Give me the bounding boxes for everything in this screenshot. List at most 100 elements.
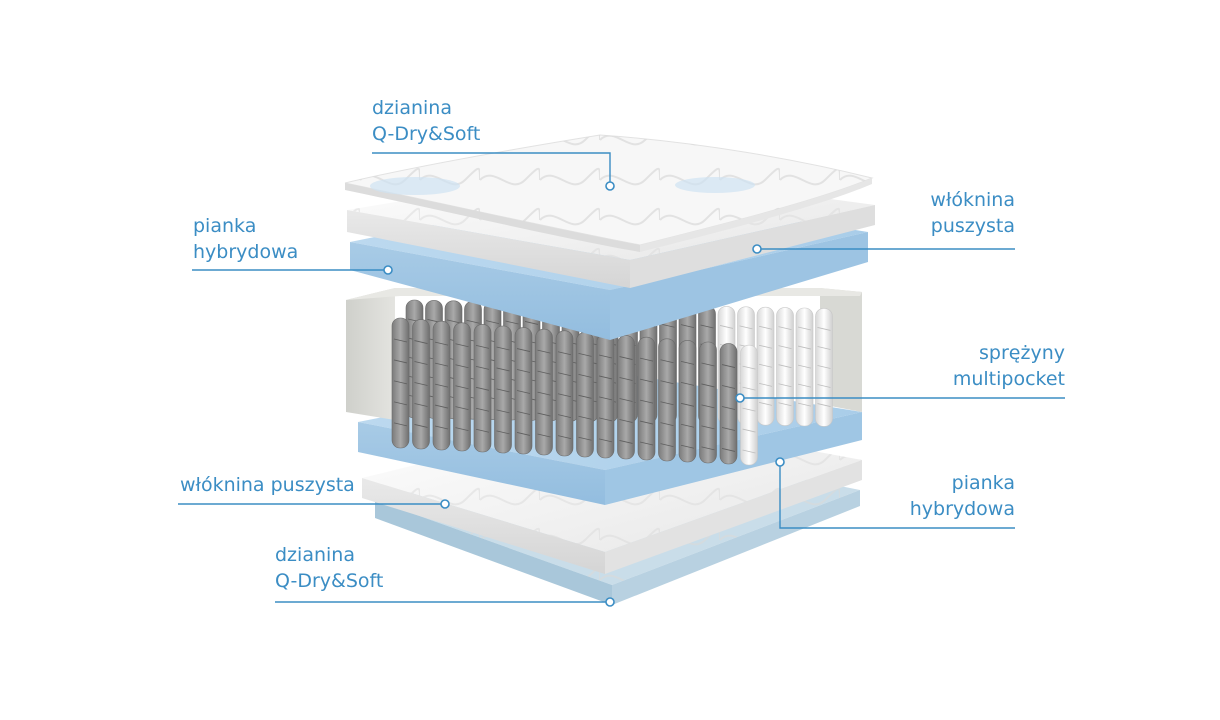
label-top-foam-line1: pianka	[193, 215, 257, 237]
pocket-spring	[637, 336, 656, 461]
spring-coil-line	[414, 382, 428, 386]
spring-coil-line	[680, 360, 695, 365]
spring-coil-line	[701, 404, 715, 409]
spring-coil-line	[797, 402, 812, 407]
pocket-spring	[494, 325, 512, 454]
spring-coil-line	[496, 388, 510, 393]
spring-coil-line	[680, 402, 695, 407]
spring-coil-line	[496, 367, 510, 372]
spring-coil-line	[639, 357, 654, 362]
label-top-knit-line1: dzianina	[372, 97, 452, 119]
spring-coil-line	[393, 380, 408, 385]
spring-coil-line	[758, 401, 773, 406]
spring-coil-line	[475, 428, 490, 433]
label-top-fleece: włóknina puszysta	[930, 187, 1015, 239]
spring-coil-line	[455, 385, 469, 390]
label-top-foam-line2: hybrydowa	[193, 241, 299, 263]
spring-coil-line	[778, 326, 792, 331]
pocket-spring	[617, 335, 635, 460]
spring-coil-line	[434, 341, 449, 346]
spring-coil-line	[434, 362, 449, 367]
dot-bottom-fleece	[440, 499, 450, 509]
label-bottom-fleece-line1: włóknina puszysta	[180, 474, 355, 496]
spring-coil-line	[578, 415, 592, 420]
spring-coil-line	[537, 370, 551, 375]
spring-coil-line	[446, 319, 461, 324]
label-bottom-foam-line1: pianka	[951, 472, 1015, 494]
dot-bottom-foam	[775, 457, 785, 467]
label-springs-line1: sprężyny	[979, 342, 1065, 364]
dot-top-fleece	[752, 244, 762, 254]
spring-coil-line	[778, 383, 792, 388]
spring-coil-line	[739, 325, 753, 330]
spring-coil-line	[639, 378, 654, 383]
pocket-spring	[678, 340, 697, 463]
spring-coil-line	[496, 430, 510, 435]
spring-coil-line	[598, 417, 613, 422]
spring-coil-line	[516, 411, 531, 415]
spring-coil-line	[475, 386, 490, 391]
pocket-spring	[535, 328, 553, 456]
spring-coil-line	[817, 403, 831, 407]
spring-coil-line	[758, 363, 773, 368]
leader-top-knit	[372, 152, 611, 186]
label-top-knit: dzianina Q-Dry&Soft	[372, 95, 480, 147]
spring-coil-line	[742, 428, 756, 433]
spring-coil-line	[557, 351, 572, 356]
leader-dots	[383, 181, 785, 607]
spring-coil-line	[557, 372, 572, 377]
spring-coil-line	[598, 396, 613, 401]
label-top-fleece-line1: włóknina	[930, 189, 1015, 211]
label-springs: sprężyny multipocket	[953, 340, 1065, 392]
label-bottom-knit-line2: Q-Dry&Soft	[275, 570, 384, 592]
spring-coil-line	[537, 433, 551, 438]
spring-coil-line	[434, 383, 449, 388]
pocket-spring	[740, 344, 758, 466]
spring-coil-line	[393, 422, 408, 427]
dot-bottom-knit	[605, 597, 615, 607]
dot-top-knit	[605, 181, 615, 191]
spring-coil-line	[393, 401, 408, 406]
spring-coil-line	[466, 319, 480, 324]
label-bottom-foam-line2: hybrydowa	[909, 498, 1015, 520]
spring-coil-line	[393, 338, 408, 343]
label-bottom-fleece: włóknina puszysta	[180, 472, 355, 498]
label-springs-line2: multipocket	[952, 368, 1065, 390]
spring-coil-line	[496, 409, 510, 414]
pocket-spring	[473, 324, 492, 453]
spring-coil-line	[619, 377, 633, 381]
dot-top-foam	[383, 265, 393, 275]
spring-coil-line	[680, 423, 695, 428]
spring-coil-line	[817, 327, 831, 331]
spring-coil-line	[660, 380, 674, 385]
spring-coil-line	[701, 383, 715, 388]
spring-coil-line	[817, 384, 831, 388]
spring-coil-line	[578, 436, 592, 441]
spring-coil-line	[797, 383, 812, 388]
spring-coil-line	[660, 359, 674, 364]
spring-coil-line	[414, 361, 428, 365]
spring-coil-line	[639, 399, 654, 404]
spring-coil-line	[619, 398, 633, 402]
pocket-spring	[596, 333, 615, 459]
spring-coil-line	[817, 346, 831, 350]
spring-coil-line	[578, 394, 592, 399]
spring-coil-line	[701, 446, 715, 451]
spring-coil-line	[680, 324, 695, 329]
spring-coil-line	[797, 364, 812, 369]
spring-coil-line	[778, 364, 792, 369]
spring-coil-line	[598, 438, 613, 443]
spring-coil-line	[797, 345, 812, 350]
spring-coil-line	[516, 348, 531, 352]
pocket-spring	[576, 332, 594, 458]
spring-coil-line	[516, 369, 531, 373]
spring-coil-line	[578, 373, 592, 378]
leader-lines	[178, 152, 1065, 603]
spring-coil-line	[524, 321, 539, 325]
spring-coil-line	[701, 425, 715, 430]
spring-coil-line	[719, 325, 734, 329]
spring-coil-line	[680, 444, 695, 449]
spring-coil-line	[639, 420, 654, 425]
spring-coil-line	[414, 403, 428, 407]
